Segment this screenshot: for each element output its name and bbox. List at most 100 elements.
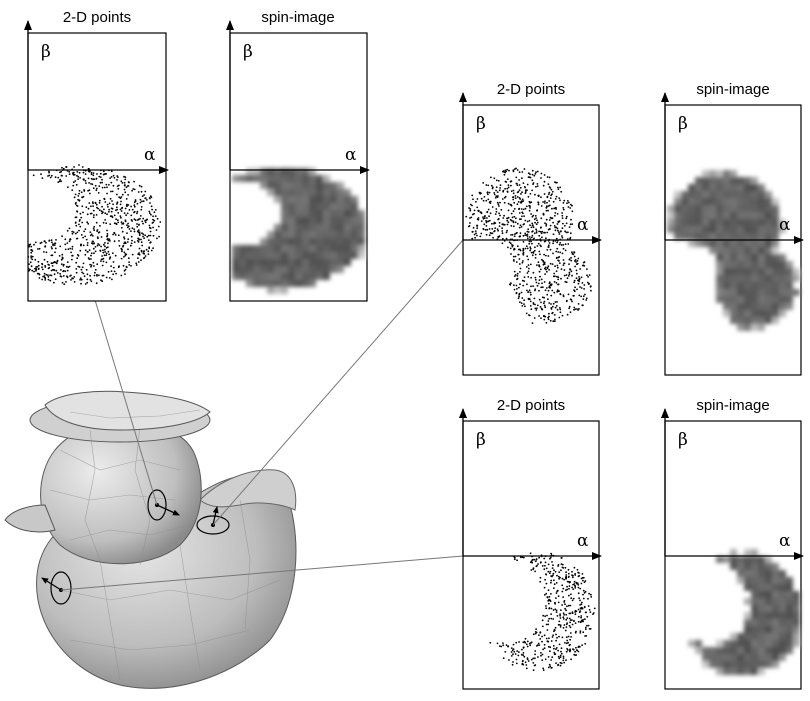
point-sample [567, 580, 570, 583]
spin-cell [295, 238, 302, 245]
point-sample [587, 624, 590, 627]
point-sample [90, 183, 92, 185]
point-sample [529, 291, 532, 294]
point-sample [555, 639, 557, 642]
point-sample [501, 232, 504, 235]
point-sample [534, 215, 537, 217]
point-sample [139, 198, 142, 201]
spin-cell [667, 219, 674, 226]
spin-cell [751, 640, 758, 647]
spin-cell [779, 254, 786, 261]
point-sample [586, 615, 589, 618]
point-sample [547, 656, 550, 658]
spin-cell [281, 231, 288, 238]
point-sample [141, 244, 144, 247]
spin-cell [737, 668, 744, 675]
spin-cell [723, 226, 730, 233]
spin-cell [730, 191, 737, 198]
spin-cell [786, 619, 793, 626]
point-sample [493, 177, 496, 180]
point-sample [526, 657, 529, 660]
spin-cell [309, 273, 316, 280]
point-sample [537, 201, 540, 204]
point-sample [503, 201, 506, 204]
point-sample [540, 172, 543, 175]
point-sample [145, 248, 148, 251]
spin-cell [716, 191, 723, 198]
point-sample [514, 274, 517, 276]
spin-cell [288, 189, 295, 196]
spin-cell [232, 245, 239, 252]
point-sample [28, 244, 30, 246]
point-sample [101, 264, 104, 267]
point-sample [502, 644, 505, 647]
point-sample [73, 196, 76, 199]
spin-cell [793, 626, 800, 633]
spin-cell [723, 310, 730, 317]
point-sample [563, 269, 566, 271]
spin-cell [772, 612, 779, 619]
point-sample [513, 288, 516, 291]
point-sample [539, 576, 542, 579]
point-sample [557, 221, 560, 224]
point-sample [138, 184, 141, 187]
point-sample [137, 253, 140, 256]
point-sample [93, 274, 96, 277]
point-sample [537, 261, 540, 264]
spin-cell [751, 577, 758, 584]
point-sample [103, 248, 106, 251]
panel-title: spin-image [696, 397, 769, 414]
point-sample [556, 290, 559, 293]
spin-cell [716, 240, 723, 247]
point-sample [541, 296, 544, 299]
spin-cell [330, 224, 337, 231]
point-sample [73, 281, 76, 283]
spin-cell [758, 612, 765, 619]
point-sample [133, 228, 136, 231]
point-sample [566, 585, 568, 588]
point-sample [96, 244, 99, 247]
point-sample [544, 578, 546, 581]
point-sample [559, 661, 562, 664]
point-sample [551, 263, 554, 265]
spin-image-histogram [688, 549, 800, 675]
point-sample [534, 193, 536, 196]
spin-cell [246, 273, 253, 280]
point-sample [85, 269, 88, 271]
point-sample [535, 223, 538, 226]
spin-cell [695, 198, 702, 205]
point-sample [550, 303, 552, 305]
point-sample [67, 186, 69, 189]
point-sample [568, 226, 571, 229]
spin-cell [232, 259, 239, 266]
spin-cell [730, 177, 737, 184]
spin-cell [765, 584, 772, 591]
point-sample [570, 593, 572, 596]
point-sample [574, 631, 577, 634]
point-sample [133, 241, 136, 244]
spin-cell [793, 275, 800, 282]
point-sample [585, 611, 587, 614]
point-sample [556, 213, 559, 215]
point-sample [522, 654, 525, 657]
point-sample [558, 290, 560, 292]
spin-cell [702, 233, 709, 240]
point-sample [31, 269, 34, 272]
point-sample [498, 205, 500, 207]
spin-cell [758, 661, 765, 668]
spin-cell [793, 289, 800, 296]
point-sample [547, 265, 550, 267]
point-sample [92, 209, 95, 212]
point-sample [103, 254, 106, 257]
point-sample [547, 289, 550, 292]
point-sample [480, 192, 482, 195]
point-sample [580, 276, 583, 279]
point-sample [524, 661, 527, 664]
point-sample [564, 249, 567, 252]
point-sample [132, 188, 135, 190]
point-sample [54, 247, 57, 250]
point-sample [545, 225, 548, 227]
point-sample [565, 623, 568, 626]
spin-cell [309, 168, 316, 175]
spin-cell [688, 640, 695, 647]
